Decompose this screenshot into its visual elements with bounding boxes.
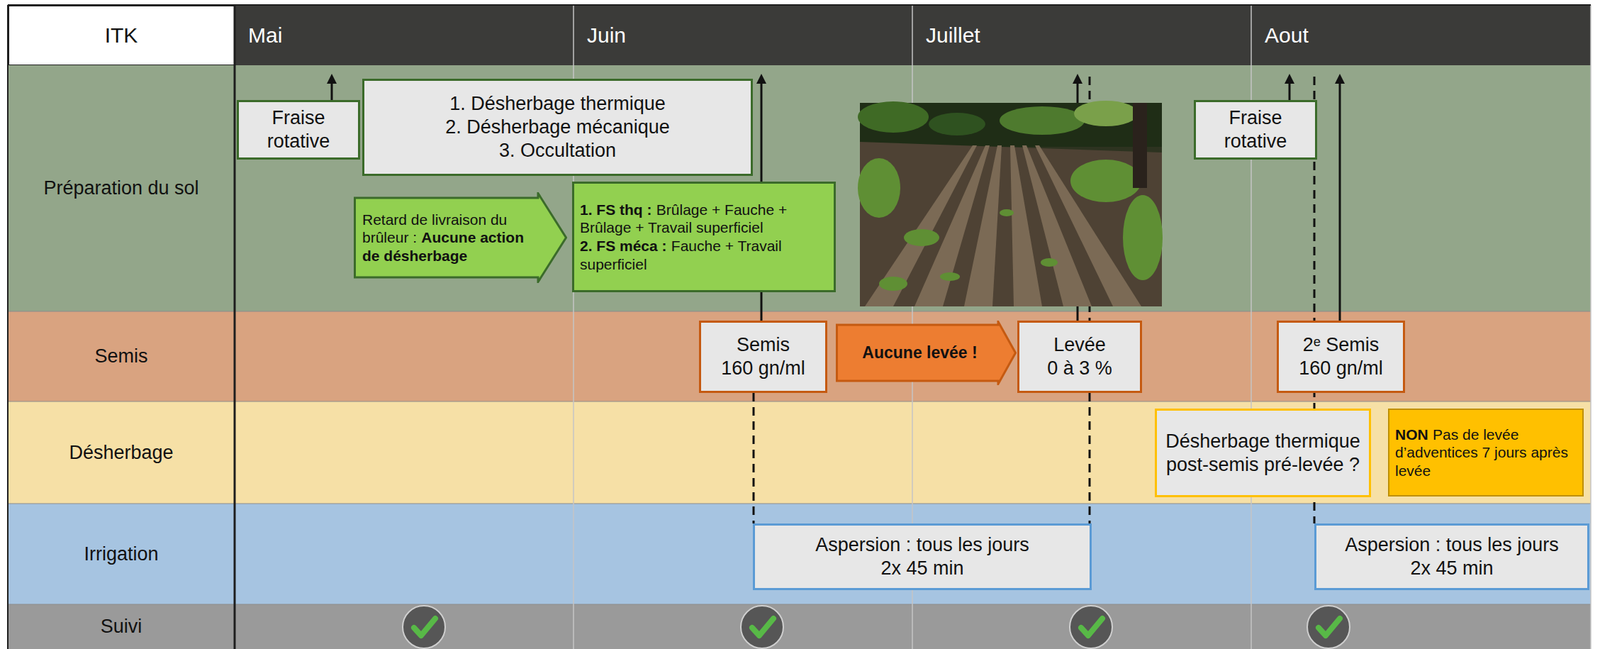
row-band bbox=[7, 401, 1591, 504]
node-text: 3. Occultation bbox=[370, 138, 746, 163]
dashed-connector bbox=[752, 392, 755, 524]
node-text: Aspersion : tous les jours bbox=[1322, 533, 1582, 557]
paragraph: 1. FS thq :Brûlage + Fauche + Brûlage + … bbox=[579, 200, 829, 237]
label-text: Juillet bbox=[925, 22, 981, 49]
node-text: 160 gn/ml bbox=[706, 356, 820, 380]
process-box: Aspersion : tous les jours2x 45 min bbox=[752, 523, 1092, 590]
timeline-arrows bbox=[331, 77, 1340, 321]
label-column-border bbox=[233, 4, 237, 649]
table-label: Juin bbox=[586, 4, 899, 66]
table-label: Semis bbox=[7, 311, 235, 402]
process-box: Levée0 à 3 % bbox=[1017, 320, 1143, 393]
row-band bbox=[7, 603, 1591, 649]
node-text: Aspersion : tous les jours bbox=[760, 533, 1084, 557]
node-text: Levée bbox=[1025, 333, 1135, 357]
table-label: Désherbage bbox=[7, 401, 235, 504]
label-text: Désherbage bbox=[68, 440, 173, 464]
text-block: Levée0 à 3 % bbox=[1025, 333, 1135, 380]
process-box: 1. FS thq :Brûlage + Fauche + Brûlage + … bbox=[572, 181, 836, 293]
table-label: Irrigation bbox=[7, 503, 235, 604]
text-block: 2ᵉ Semis160 gn/ml bbox=[1284, 333, 1398, 380]
text-block: Désherbage thermique post-semis pré-levé… bbox=[1162, 429, 1364, 477]
text-block: Fraise rotative bbox=[1201, 106, 1310, 154]
dashed-connector bbox=[1088, 392, 1092, 524]
node-text: 2. Désherbage mécanique bbox=[370, 115, 746, 139]
text-block: Aspersion : tous les jours2x 45 min bbox=[760, 533, 1084, 580]
label-text: Suivi bbox=[100, 614, 143, 638]
text-block: 1. Désherbage thermique2. Désherbage méc… bbox=[370, 92, 746, 163]
arrow-polygon bbox=[837, 321, 1016, 385]
node-text: Aucune levée ! bbox=[844, 342, 996, 363]
label-text: Semis bbox=[94, 344, 148, 368]
arrow-shape: Retard de livraison du brûleur :Aucune a… bbox=[353, 192, 568, 283]
node-text: Semis bbox=[706, 333, 820, 357]
table-label: Suivi bbox=[7, 603, 235, 649]
table-label: Mai bbox=[248, 4, 561, 66]
node-text: Fraise rotative bbox=[244, 106, 353, 154]
paragraph: 2. FS méca :Fauche + Travail superficiel bbox=[579, 236, 829, 273]
node-text: NON bbox=[1395, 426, 1429, 443]
outer-border bbox=[7, 4, 1591, 6]
text-block: Retard de livraison du brûleur :Aucune a… bbox=[362, 210, 536, 266]
node-text: 0 à 3 % bbox=[1025, 356, 1135, 380]
header-cell bbox=[8, 5, 235, 66]
text-block: Aucune levée ! bbox=[844, 342, 996, 363]
label-text: ITK bbox=[104, 22, 139, 49]
label-text: Juin bbox=[586, 22, 626, 49]
label-text: Aout bbox=[1264, 22, 1309, 49]
node-text: 2ᵉ Semis bbox=[1284, 333, 1398, 357]
node-text: Désherbage thermique post-semis pré-levé… bbox=[1162, 429, 1364, 477]
table-label: Préparation du sol bbox=[7, 65, 235, 312]
process-box: NONPas de levée d’adventices 7 jours apr… bbox=[1388, 408, 1584, 497]
process-box: Désherbage thermique post-semis pré-levé… bbox=[1154, 408, 1372, 497]
row-separators bbox=[7, 311, 1591, 604]
process-box: 2ᵉ Semis160 gn/ml bbox=[1276, 320, 1406, 393]
arrow-polygon bbox=[355, 193, 567, 283]
label-text: Irrigation bbox=[83, 542, 159, 565]
table-label: Juillet bbox=[925, 4, 1238, 66]
process-box: 1. Désherbage thermique2. Désherbage méc… bbox=[362, 78, 753, 176]
process-box: Fraise rotative bbox=[236, 99, 361, 160]
node-text: 160 gn/ml bbox=[1284, 356, 1398, 380]
check-marks bbox=[402, 605, 1350, 648]
node-text: 1. Désherbage thermique bbox=[370, 92, 746, 116]
label-text: Mai bbox=[248, 22, 283, 49]
node-text: Fraise rotative bbox=[1201, 106, 1310, 154]
text-block: 1. FS thq :Brûlage + Fauche + Brûlage + … bbox=[579, 200, 829, 273]
process-box: Aspersion : tous les jours2x 45 min bbox=[1314, 523, 1590, 590]
text-block: Aspersion : tous les jours2x 45 min bbox=[1322, 533, 1582, 580]
field-photo bbox=[857, 100, 1163, 307]
arrow-shape: Aucune levée ! bbox=[835, 320, 1017, 385]
text-block: NONPas de levée d’adventices 7 jours apr… bbox=[1395, 425, 1577, 480]
table-label: Aout bbox=[1264, 4, 1577, 66]
node-text: 2x 45 min bbox=[760, 556, 1084, 580]
process-box: Semis160 gn/ml bbox=[698, 320, 828, 393]
table-label: ITK bbox=[7, 4, 235, 66]
node-heading: 1. FS thq : bbox=[579, 201, 653, 218]
row-band bbox=[7, 503, 1591, 604]
process-box: Fraise rotative bbox=[1193, 99, 1318, 160]
node-heading: 2. FS méca : bbox=[579, 237, 668, 254]
row-band bbox=[7, 311, 1591, 402]
text-block: Semis160 gn/ml bbox=[706, 333, 820, 380]
text-block: Fraise rotative bbox=[244, 106, 353, 154]
row-band bbox=[7, 65, 1591, 312]
node-text: 2x 45 min bbox=[1322, 556, 1582, 580]
outer-border bbox=[7, 4, 9, 649]
label-text: Préparation du sol bbox=[43, 176, 199, 200]
